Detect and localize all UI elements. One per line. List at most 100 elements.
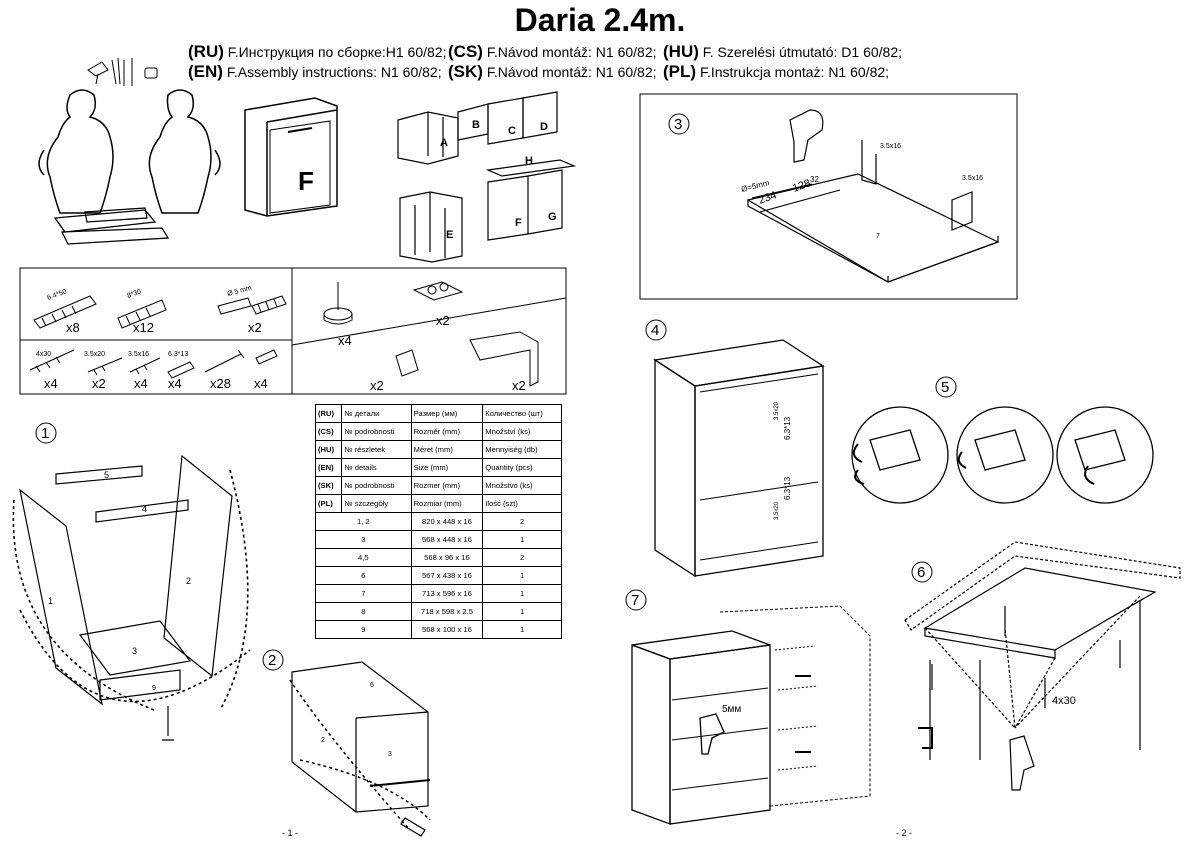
table-cell: 713 x 596 x 16 (410, 584, 484, 603)
table-cell: 1, 2 (315, 512, 412, 531)
table-cell: 568 x 96 x 16 (410, 548, 484, 567)
step4-diagram (653, 339, 825, 578)
nail-qty: x28 (210, 376, 231, 391)
kitchen-set-icon (397, 91, 577, 263)
cam-size: Ø 5 mm (227, 285, 253, 298)
step-7-number: 7 (631, 592, 639, 609)
table-cell: 2 (482, 548, 562, 567)
step3-dim-234: 234 (757, 189, 778, 207)
wood-dowel-qty: x12 (133, 320, 154, 335)
table-cell: (EN) (314, 458, 343, 477)
table-cell: № szczegóły (341, 494, 412, 513)
table-cell: 3 (315, 530, 412, 549)
foot-qty: x4 (338, 333, 352, 348)
dowel-size: 6.4*50 (46, 288, 68, 302)
table-cell: 718 x 598 x 2.5 (410, 602, 484, 621)
step4-small-b: 3.5x20 (774, 501, 780, 520)
step-6-number: 6 (917, 564, 925, 581)
step1-diagram (12, 454, 251, 741)
step-5-number: 5 (941, 379, 949, 396)
step3-panel-label: 7 (876, 233, 880, 240)
step-2-number: 2 (268, 652, 276, 669)
instruction-sk: (SK) F.Návod montáž: N1 60/82; (448, 62, 657, 81)
table-cell: Mennyiség (db) (482, 440, 562, 459)
table-cell: 1 (482, 602, 562, 621)
table-cell: Rozměr (mm) (410, 422, 484, 441)
part-4-label: 4 (142, 504, 147, 514)
cabinet-a-label: A (440, 137, 448, 149)
instruction-ru: (RU) F.Инструкция по сборке:Н1 60/82; (188, 42, 447, 61)
cam-qty: x2 (248, 320, 262, 335)
table-cell: Méret (mm) (410, 440, 484, 459)
cabinet-e-label: E (446, 229, 453, 241)
step2-part-6-label: 6 (370, 682, 374, 689)
instruction-hu: (HU) F. Szerelési útmutató: D1 60/82; (663, 42, 902, 61)
step-numbers: 1 2 3 4 5 6 7 (35, 113, 957, 671)
step3-frame (639, 93, 1018, 300)
two-people-icon (38, 89, 221, 245)
screw3-size: 3.5x16 (128, 351, 149, 358)
cabinet-h-label: H (525, 155, 533, 167)
part-2-label: 2 (186, 576, 191, 586)
step7-diameter: 5мм (722, 704, 741, 715)
step3-diagram (746, 109, 1000, 284)
cabinet-d-label: D (540, 121, 548, 133)
cabinet-c-label: C (508, 125, 516, 137)
table-cell: Rozmer (mm) (410, 476, 484, 495)
table-cell: 4,5 (315, 548, 412, 567)
table-cell: Количество (шт) (482, 404, 562, 423)
step1-part-labels: 1 2 3 4 5 9 (48, 470, 191, 692)
screw1-size: 4x30 (36, 351, 51, 358)
table-cell: 2 (482, 512, 562, 531)
table-cell: (CS) (314, 422, 343, 441)
step2-part-3-label: 3 (388, 751, 392, 758)
pad-qty: x2 (436, 313, 450, 328)
cabinet-f-small-label: F (515, 217, 522, 229)
hinge-qty: x2 (512, 378, 526, 393)
step-1-number: 1 (41, 425, 49, 442)
step4-screw-a: 6.3*13 (783, 416, 792, 440)
screw4-qty: x4 (168, 376, 182, 391)
screw3-qty: x4 (134, 376, 148, 391)
instruction-cs: (CS) F.Návod montáž: N1 60/82; (448, 42, 657, 61)
table-cell: (HU) (314, 440, 343, 459)
cabinet-f-label: F (298, 166, 314, 196)
table-cell: (SK) (314, 476, 343, 495)
table-cell: № podrobnosti (341, 476, 412, 495)
cabinet-f-icon (244, 97, 338, 217)
page-number-1: - 1 - (282, 828, 298, 838)
table-cell: 9 (315, 620, 412, 639)
table-cell: 568 x 448 x 16 (410, 530, 484, 549)
cabinet-b-label: B (472, 119, 480, 131)
table-cell: 568 x 100 x 16 (410, 620, 484, 639)
part-3-label: 3 (132, 646, 137, 656)
table-cell: 1 (482, 620, 562, 639)
wood-dowel-size: 8*30 (126, 288, 142, 300)
table-cell: № details (341, 458, 412, 477)
instruction-pl: (PL) F.Instrukcja montaż: N1 60/82; (663, 62, 890, 81)
table-cell: (PL) (314, 494, 343, 513)
step3-screw-b: 3.5x16 (962, 175, 983, 182)
hardware-icons (29, 281, 539, 387)
step4-screw-b: 6.3*13 (783, 476, 792, 500)
tools-icon (87, 57, 158, 86)
step3-screw-a: 3.5x16 (880, 143, 901, 150)
table-cell: № детали (341, 404, 412, 423)
screw2-size: 3.5x20 (84, 351, 105, 358)
step2-diagram (289, 661, 431, 837)
table-cell: Množstvo (ks) (482, 476, 562, 495)
table-cell: № részletek (341, 440, 412, 459)
step7-diagram (631, 605, 871, 825)
hardware-quantities: x8 x12 x2 x4 x2 x4 x2 x4 x4 x28 x4 x2 x2 (44, 313, 526, 393)
